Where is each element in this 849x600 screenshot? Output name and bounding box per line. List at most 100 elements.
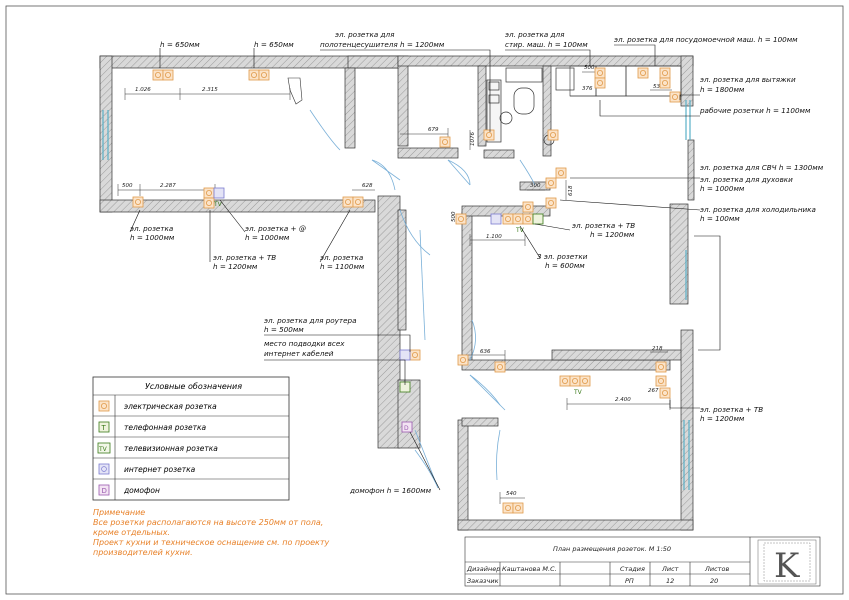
label-washer-2: стир. маш. h = 100мм: [505, 40, 588, 49]
telephone-icon: [98, 421, 110, 433]
label-router-1: эл. розетка для роутера: [264, 316, 357, 325]
label-dishwasher: эл. розетка для посудомоечной маш. h = 1…: [614, 35, 798, 44]
svg-text:D: D: [102, 487, 107, 495]
dim-267: 267: [648, 388, 659, 394]
legend-item-internet: интернет розетка: [98, 463, 196, 475]
socket-icon: [152, 69, 164, 81]
legend-label: телефонная розетка: [124, 423, 207, 432]
label-hood-2: h = 1800мм: [700, 85, 745, 94]
tv-icon: TV: [515, 227, 525, 234]
customer-label: Заказчик: [467, 577, 499, 585]
note-line: кроме отдельных.: [93, 528, 170, 537]
note-line: Все розетки располагаются на высоте 250м…: [93, 518, 323, 527]
dim-1026: 1.026: [135, 87, 151, 93]
label-washer-1: эл. розетка для: [505, 30, 565, 39]
label-net-1: эл. розетка + @: [245, 224, 306, 233]
socket-icon: [98, 400, 110, 412]
intercom-icon: [98, 484, 110, 496]
socket-icon: [655, 361, 667, 373]
socket-icon: [522, 213, 534, 225]
label-hood-1: эл. розетка для вытяжки: [700, 75, 796, 84]
legend-label: электрическая розетка: [124, 402, 217, 411]
dim-376: 376: [582, 86, 593, 92]
socket-icon: [594, 77, 606, 89]
label-sock1100-1: эл. розетка: [320, 253, 363, 262]
internet-icon: [213, 187, 225, 199]
socket-icon: [545, 177, 557, 189]
tv-icon: TV: [213, 201, 223, 208]
socket-icon: [342, 196, 354, 208]
page-frame: [5, 5, 844, 595]
sheets-label: Листов: [704, 565, 729, 573]
windows: [102, 100, 691, 490]
dim-536: 536: [653, 84, 664, 90]
dim-1076: 1076: [470, 132, 476, 146]
socket-icon: [637, 67, 649, 79]
dim-2315: 2.315: [202, 87, 218, 93]
socket-icon: [655, 375, 667, 387]
socket-icon: [594, 67, 606, 79]
label-tv-right-2: h = 1200мм: [700, 414, 745, 423]
label-three-1: 3 эл. розетки: [537, 252, 588, 261]
socket-icon: [547, 129, 559, 141]
socket-icon: [512, 502, 524, 514]
socket-icon: [579, 375, 591, 387]
socket-icon: [203, 197, 215, 209]
drawing-title: План размещения розеток. М 1:50: [553, 545, 671, 553]
plan-labels: h = 650мм h = 650мм эл. розетка для поло…: [130, 30, 824, 495]
label-fridge-1: эл. розетка для холодильника: [700, 205, 816, 214]
label-h650-right: h = 650мм: [254, 40, 294, 49]
socket-icon: [502, 502, 514, 514]
legend-item-intercom: D домофон: [98, 484, 160, 496]
label-oven-2: h = 1000мм: [700, 184, 745, 193]
label-tv-mid-1: эл. розетка + ТВ: [572, 221, 635, 230]
dim-300: 300: [530, 183, 541, 189]
dim-500: 500: [122, 183, 133, 189]
internet-icon: [490, 213, 502, 225]
label-sock1000-1: эл. розетка: [130, 224, 173, 233]
label-oven-1: эл. розетка для духовки: [700, 175, 793, 184]
title-block-text: План размещения розеток. М 1:50 Дизайнер…: [466, 545, 729, 585]
sheets-value: 20: [710, 577, 718, 585]
label-tv-left-1: эл. розетка + ТВ: [213, 253, 276, 262]
label-towel-2: полотенцесушителя h = 1200мм: [320, 40, 445, 49]
title-block: [464, 536, 821, 587]
socket-icon: [258, 69, 270, 81]
label-microwave: эл. розетка для СВЧ h = 1300мм: [700, 163, 824, 172]
svg-text:D: D: [404, 425, 409, 432]
label-towel-1: эл. розетка для: [335, 30, 395, 39]
doors: [309, 109, 536, 489]
socket-icon: [545, 197, 557, 209]
legend-label: домофон: [123, 486, 160, 495]
sheet-label: Лист: [661, 565, 679, 573]
logo: K: [757, 539, 817, 586]
legend-title: Условные обозначения: [145, 382, 242, 391]
dim-2400: 2.400: [615, 397, 631, 403]
internet-icon: [98, 463, 110, 475]
legend-item-socket: электрическая розетка: [98, 400, 217, 412]
note: Примечание Все розетки располагаются на …: [93, 508, 330, 557]
socket-icon: [512, 213, 524, 225]
label-tv-left-2: h = 1200мм: [213, 262, 258, 271]
tv-icon: [97, 442, 111, 454]
socket-icon: [455, 213, 467, 225]
dim-679: 679: [428, 127, 439, 133]
dim-618: 618: [568, 185, 574, 196]
socket-icon: [439, 136, 451, 148]
dim-636: 636: [480, 349, 491, 355]
label-fridge-2: h = 100мм: [700, 214, 740, 223]
label-tv-mid-2: h = 1200мм: [590, 230, 635, 239]
socket-icon: [203, 187, 215, 199]
socket-icon: [659, 67, 671, 79]
dimension-lines: [117, 71, 672, 504]
svg-text:TV: TV: [98, 446, 108, 453]
note-line: Проект кухни и техническое оснащение см.…: [93, 538, 330, 547]
socket-icon: [522, 201, 534, 213]
internet-icon: [399, 349, 411, 361]
socket-icon: [248, 69, 260, 81]
label-cable-1: место подводки всех: [264, 339, 345, 348]
dim-1100: 1.100: [486, 234, 502, 240]
leader-lines: [129, 44, 721, 491]
logo-letter: K: [774, 546, 800, 586]
